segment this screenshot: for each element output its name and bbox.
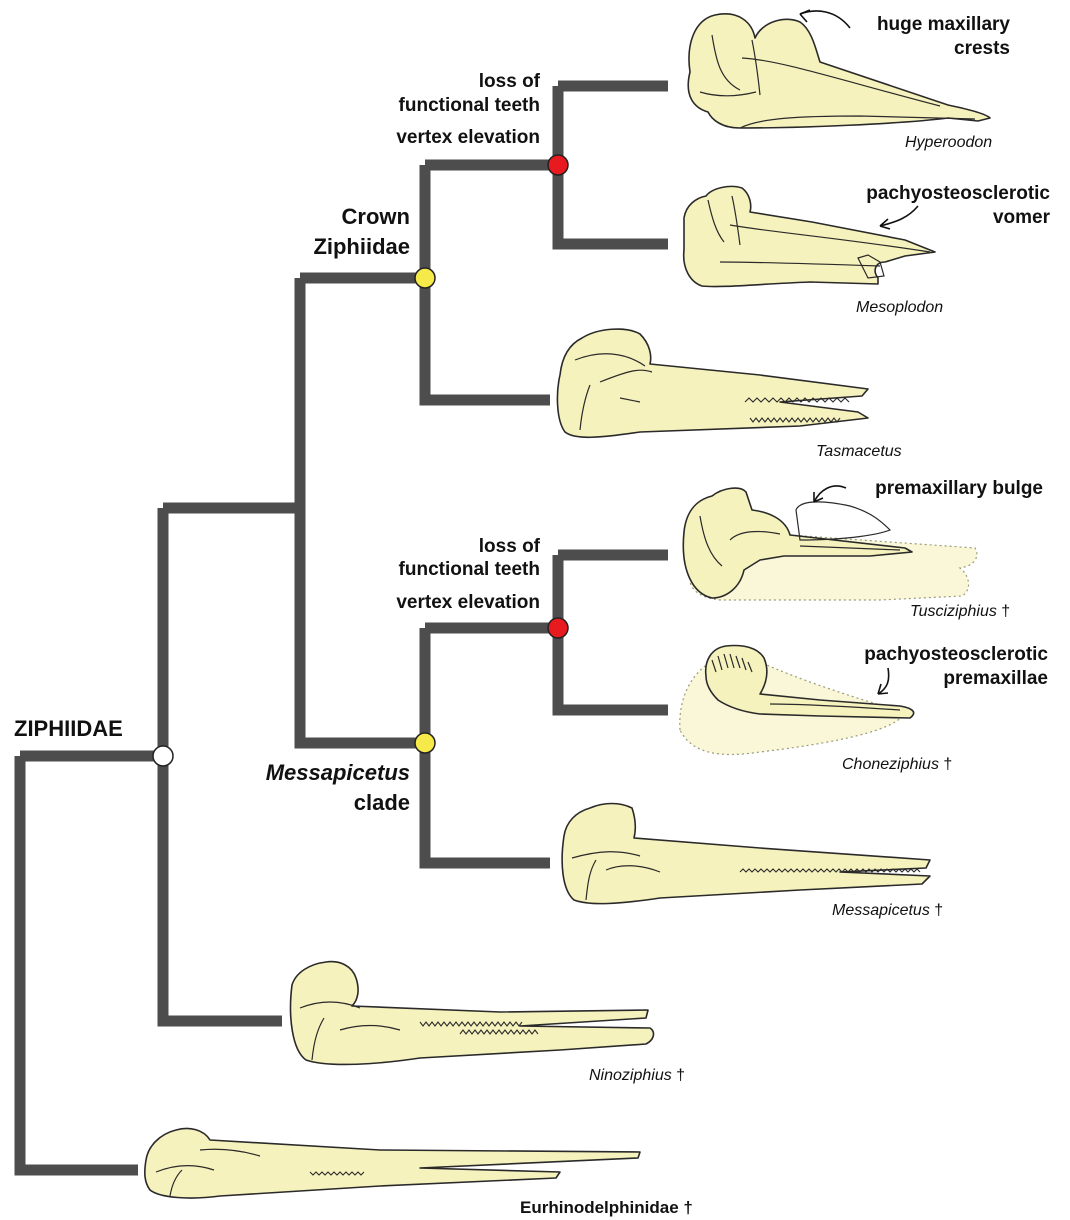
annotation-premaxillae-line2: premaxillae	[943, 669, 1048, 688]
family-label: ZIPHIIDAE	[14, 718, 123, 740]
arrow-maxillary-crests	[800, 11, 850, 28]
ninoziphius-skull	[291, 962, 654, 1065]
lower-apomorphy-line1: loss of	[479, 537, 540, 556]
upper-apomorphy-line2: functional teeth	[399, 96, 540, 115]
crown-clade-line2: Ziphiidae	[313, 236, 410, 258]
eurhinodelphinidae-skull	[145, 1128, 640, 1198]
taxon-label: Mesoplodon	[856, 300, 943, 316]
taxon-label: Tusciziphius †	[910, 604, 1010, 620]
branch-upper-apomorphy	[558, 86, 668, 244]
messapicetus-clade-line2: clade	[354, 792, 410, 814]
branch-messapicetus-clade	[425, 628, 558, 863]
tasmacetus-skull	[557, 329, 868, 437]
annotation-vomer-line1: pachyosteosclerotic	[866, 184, 1050, 203]
taxon-label: Tasmacetus	[816, 444, 902, 460]
branch-lower-apomorphy	[558, 555, 668, 710]
annotation-premaxillae-line1: pachyosteosclerotic	[864, 645, 1048, 664]
messapicetus-skull	[562, 804, 930, 904]
taxon-label: Choneziphius †	[842, 757, 952, 773]
annotation-maxillary-crests-line1: huge maxillary	[877, 15, 1010, 34]
lower-apomorphy-node	[548, 618, 568, 638]
lower-apomorphy-line2: functional teeth	[399, 560, 540, 579]
taxon-label: Hyperoodon	[905, 135, 992, 151]
annotation-vomer-line2: vomer	[993, 208, 1050, 227]
tusciziphius-skull	[683, 488, 977, 600]
messapicetus-clade-node	[415, 733, 435, 753]
upper-apomorphy-node	[548, 155, 568, 175]
taxon-label: Eurhinodelphinidae †	[520, 1199, 693, 1216]
branch-ziphiid-inner	[300, 278, 425, 743]
root-node	[153, 746, 173, 766]
arrow-vomer	[880, 206, 918, 226]
branch-eurhinodelphinidae	[20, 756, 138, 1170]
taxon-label: Ninoziphius †	[589, 1068, 685, 1084]
messapicetus-clade-line1: Messapicetus	[266, 762, 410, 784]
crown-clade-line1: Crown	[342, 206, 410, 228]
taxon-label: Messapicetus †	[832, 903, 943, 919]
crown-ziphiidae-node	[415, 268, 435, 288]
annotation-maxillary-crests-line2: crests	[954, 39, 1010, 58]
upper-apomorphy-line1: loss of	[479, 72, 540, 91]
lower-apomorphy-line3: vertex elevation	[396, 593, 540, 612]
annotation-premaxillary-bulge: premaxillary bulge	[875, 479, 1043, 498]
branch-crown-ziphiidae	[425, 165, 558, 400]
upper-apomorphy-line3: vertex elevation	[396, 128, 540, 147]
